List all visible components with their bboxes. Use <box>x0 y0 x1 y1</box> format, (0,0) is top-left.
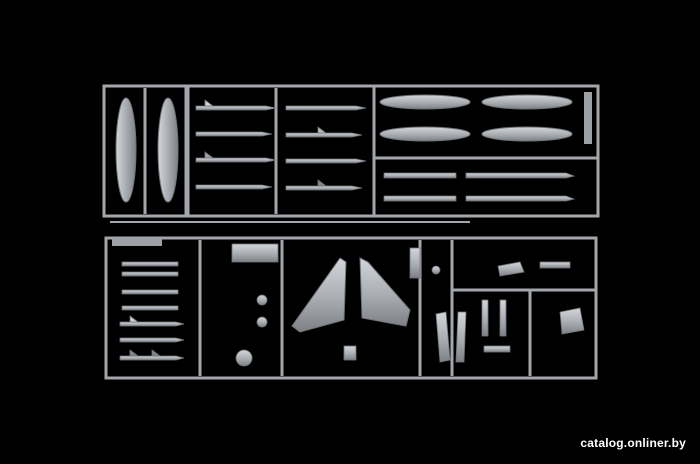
missile-parts-upper <box>195 99 367 191</box>
watermark-text: catalog.onliner.by <box>580 436 686 450</box>
fuel-tank-parts <box>379 94 573 142</box>
small-parts <box>231 243 441 367</box>
pylon-parts <box>435 261 585 363</box>
drop-tank-parts <box>115 97 179 203</box>
rail-parts <box>383 172 576 202</box>
wing-parts <box>291 257 411 333</box>
missile-parts-lower <box>119 261 185 361</box>
upper-sprue-frame <box>102 84 600 223</box>
lower-sprue-frame <box>104 236 598 380</box>
sprue-tag <box>112 92 592 246</box>
